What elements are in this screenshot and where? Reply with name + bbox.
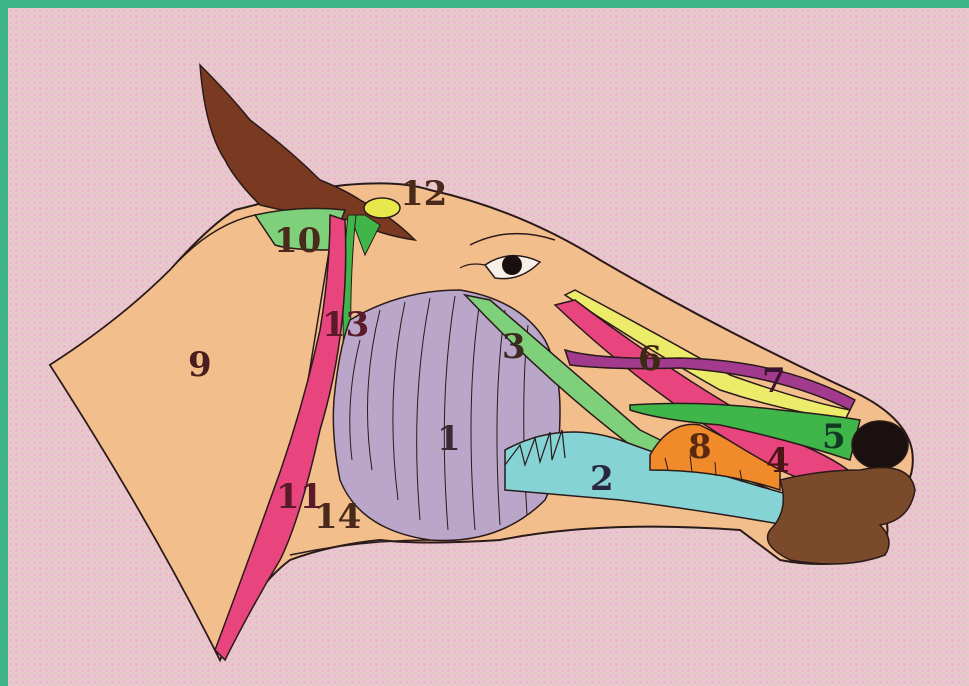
structure-12 <box>364 198 400 218</box>
eye-pupil <box>502 255 522 275</box>
label-6: 6 <box>638 339 662 379</box>
label-4: 4 <box>766 441 790 481</box>
label-13: 13 <box>322 305 369 345</box>
label-7: 7 <box>762 361 786 401</box>
label-1: 1 <box>437 419 461 459</box>
nostril <box>852 421 908 469</box>
label-8: 8 <box>688 427 712 467</box>
label-5: 5 <box>822 417 846 457</box>
label-10: 10 <box>274 221 321 261</box>
label-14: 14 <box>314 497 361 537</box>
label-2: 2 <box>590 459 614 499</box>
label-12: 12 <box>400 174 447 214</box>
label-9: 9 <box>188 345 212 385</box>
label-3: 3 <box>502 327 526 367</box>
